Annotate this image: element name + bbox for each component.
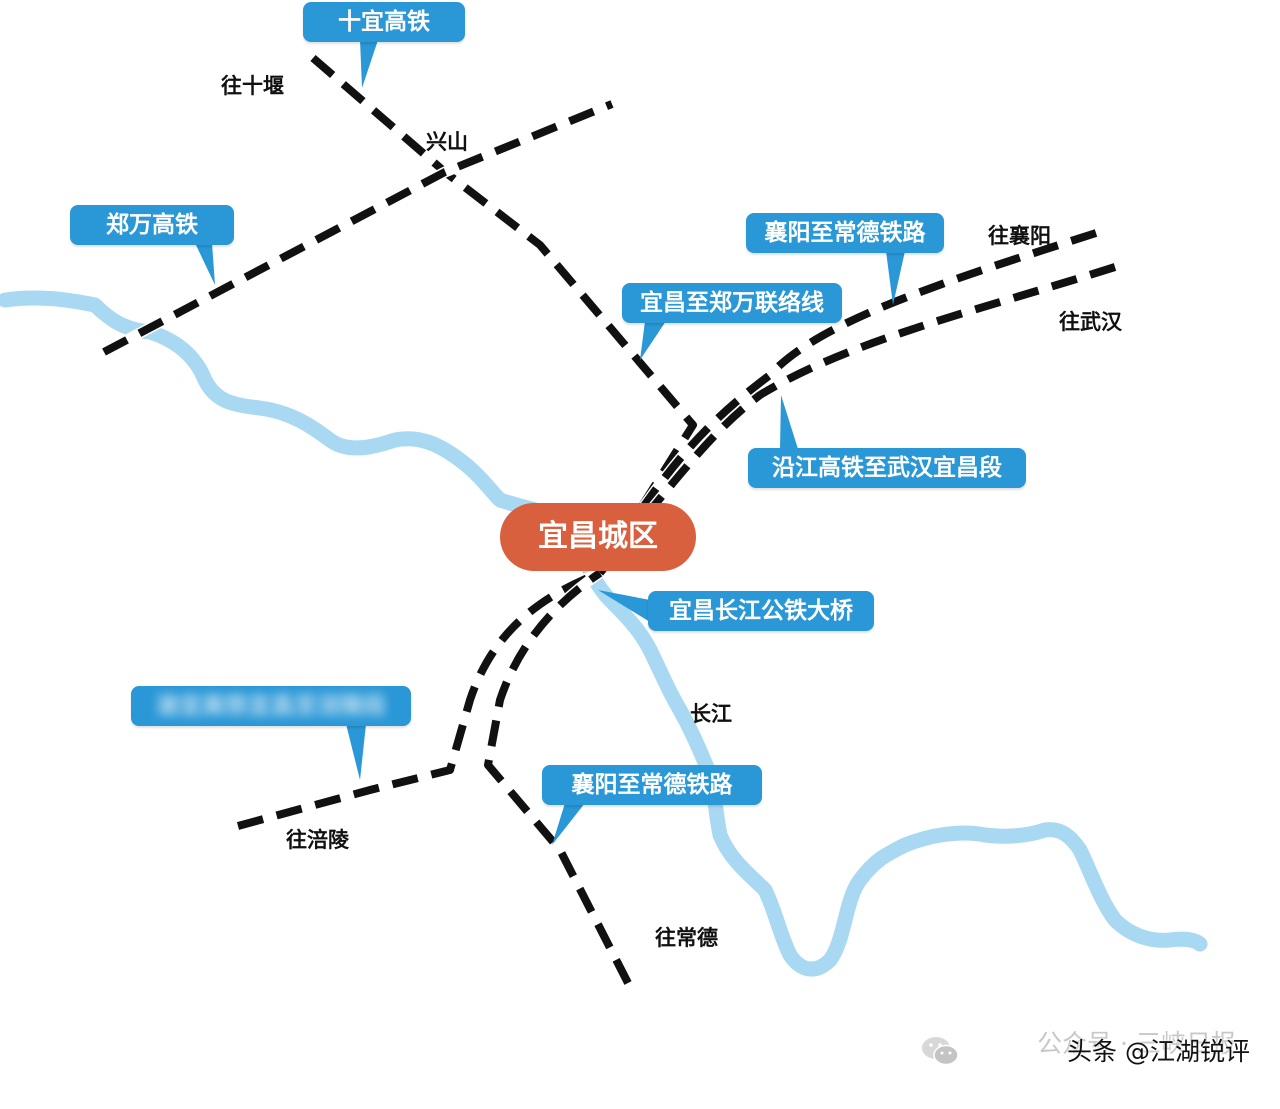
tail-shiyi bbox=[360, 40, 378, 88]
watermark: 公众号 · 三峡日报 头条 @江湖锐评 bbox=[1037, 1029, 1250, 1068]
tail-blurred bbox=[346, 724, 366, 780]
label-to-wuhan: 往武汉 bbox=[1059, 310, 1122, 334]
tail-bridge bbox=[598, 590, 650, 622]
tail-xiangyang-changde-south bbox=[552, 803, 585, 845]
tail-xiangyang-changde-north bbox=[886, 251, 905, 305]
label-to-fuling: 往涪陵 bbox=[286, 828, 349, 852]
callout-yanjiang-hsr-wuhan-yichang: 沿江高铁至武汉宜昌段 bbox=[748, 448, 1026, 488]
callout-shiyi-hsr: 十宜高铁 bbox=[303, 2, 465, 42]
wechat-icon bbox=[922, 1037, 959, 1066]
tail-zhengwan bbox=[195, 243, 215, 285]
rail-zhengwan bbox=[102, 100, 614, 356]
callout-yichang-zhengwan-liaison: 宜昌至郑万联络线 bbox=[622, 283, 842, 323]
callout-yichang-yangtze-bridge: 宜昌长江公铁大桥 bbox=[648, 591, 874, 631]
yichang-city-marker: 宜昌城区 bbox=[500, 503, 696, 571]
tail-liaison bbox=[640, 321, 666, 360]
label-to-xiangyang: 往襄阳 bbox=[988, 224, 1051, 248]
railway-lines bbox=[101, 53, 1117, 986]
label-yangtze: 长江 bbox=[690, 702, 732, 726]
callout-zhengwan-hsr: 郑万高铁 bbox=[70, 205, 234, 245]
yangtze-river bbox=[0, 290, 1208, 977]
callout-xiangyang-changde-south: 襄阳至常德铁路 bbox=[542, 765, 762, 805]
watermark-main-text: 头条 @江湖锐评 bbox=[1067, 1037, 1250, 1066]
callout-blurred: 渝宜高铁宜昌至涪陵段 bbox=[131, 686, 411, 726]
label-xingshan: 兴山 bbox=[426, 130, 468, 154]
tail-yanjiang bbox=[780, 395, 798, 449]
label-to-shiyan: 往十堰 bbox=[221, 74, 284, 98]
rail-xiangyang-changde-south bbox=[484, 569, 632, 985]
watermark-faint-text: 公众号 · 三峡日报 bbox=[1037, 1029, 1236, 1058]
blurred-callout-text: 渝宜高铁宜昌至涪陵段 bbox=[156, 692, 386, 719]
rail-shiyi bbox=[310, 54, 697, 576]
rail-fuling bbox=[236, 569, 602, 830]
label-to-changde: 往常德 bbox=[655, 926, 718, 950]
rail-yanjiang-wuhan bbox=[596, 263, 1117, 576]
rail-xiangyang-changde-north bbox=[596, 229, 1098, 576]
callout-xiangyang-changde-north: 襄阳至常德铁路 bbox=[746, 213, 944, 253]
